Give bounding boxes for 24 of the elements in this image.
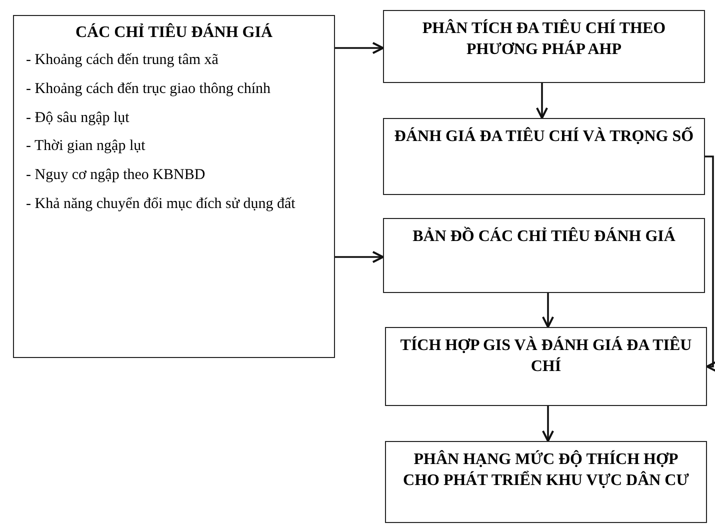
box-label: BẢN ĐỒ CÁC CHỈ TIÊU ĐÁNH GIÁ (412, 227, 676, 247)
process-box (13, 15, 335, 358)
arrow (542, 293, 554, 328)
arrow (705, 156, 715, 373)
criterion-item: - Thời gian ngập lụt (26, 137, 146, 156)
box-label: PHÂN HẠNG MỨC ĐỘ THÍCH HỢP CHO PHÁT TRIỂN KHU VỰC DÂN CƯ (402, 450, 690, 491)
arrow (536, 83, 548, 119)
arrow (542, 406, 554, 442)
box-label: PHÂN TÍCH ĐA TIÊU CHÍ THEO PHƯƠNG PHÁP AHP (421, 19, 667, 60)
process-box (383, 10, 705, 83)
box-label: TÍCH HỢP GIS VÀ ĐÁNH GIÁ ĐA TIÊU CHÍ (399, 336, 693, 377)
criterion-item: - Khoảng cách đến trục giao thông chính (26, 80, 272, 99)
arrow (335, 42, 384, 54)
criterion-item: - Độ sâu ngập lụt (26, 108, 130, 128)
box-label: ĐÁNH GIÁ ĐA TIÊU CHÍ VÀ TRỌNG SỐ (394, 127, 694, 147)
criterion-item: - Nguy cơ ngập theo KBNBD (26, 166, 206, 185)
criterion-item: - Khả năng chuyển đổi mục đích sử dụng đất (26, 194, 296, 214)
box-heading: CÁC CHỈ TIÊU ĐÁNH GIÁ (74, 24, 274, 42)
arrow (335, 250, 384, 264)
process-box (383, 118, 705, 195)
process-box (383, 218, 705, 293)
process-box (385, 441, 707, 523)
process-box (385, 327, 707, 406)
criterion-item: - Khoảng cách đến trung tâm xã (26, 51, 220, 70)
